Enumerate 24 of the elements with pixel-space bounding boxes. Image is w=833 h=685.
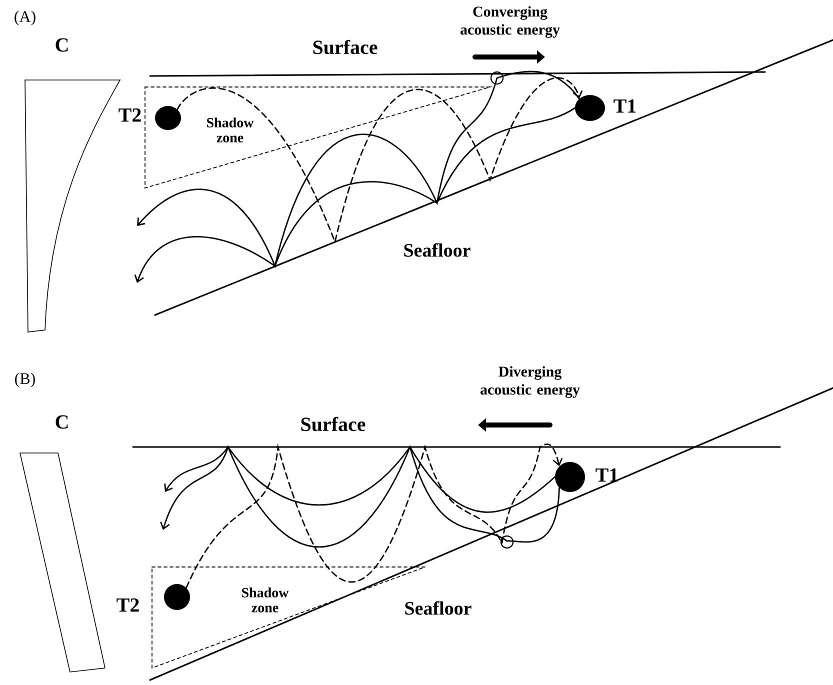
- ray-path: [137, 70, 580, 267]
- panel-label: (B): [15, 372, 35, 388]
- seafloor-label: Seafloor: [405, 601, 472, 615]
- target-dot: [164, 584, 190, 610]
- ray-path: [134, 107, 576, 283]
- seafloor-label: Seafloor: [404, 243, 470, 257]
- surface-label: Surface: [301, 416, 366, 432]
- ray-path: [164, 446, 556, 513]
- node-label: T1: [596, 468, 618, 482]
- axis-label: C: [56, 38, 68, 52]
- node-label: T2: [118, 108, 141, 122]
- node-label: T2: [116, 598, 139, 612]
- target-dot: [575, 95, 605, 121]
- annotation: Diverging acoustic energy: [480, 366, 580, 398]
- node-label: T1: [614, 99, 636, 113]
- annotation: Converging acoustic energy: [460, 6, 560, 38]
- ray-path: [186, 443, 563, 588]
- target-dot: [155, 106, 181, 130]
- axis-label: C: [56, 415, 68, 429]
- ray-path: [176, 77, 583, 243]
- surface-label: Surface: [313, 40, 378, 54]
- ray-path: [160, 446, 560, 548]
- target-dot: [555, 462, 585, 492]
- panel-label: (A): [14, 10, 36, 26]
